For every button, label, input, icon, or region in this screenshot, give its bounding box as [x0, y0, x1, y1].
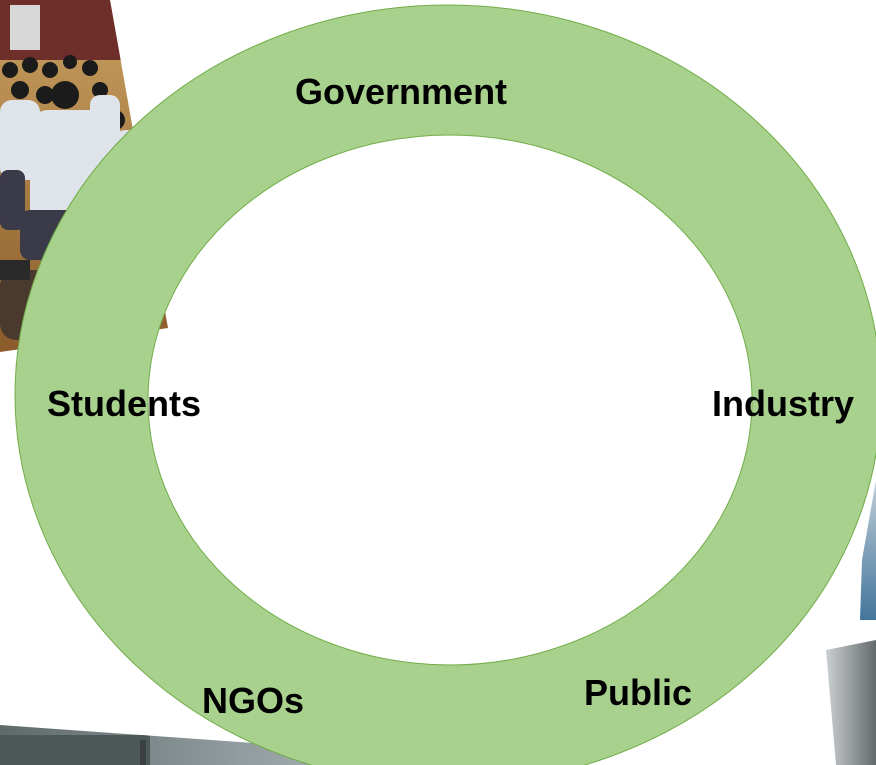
ngos-label: NGOs: [202, 680, 305, 721]
ring-shape: [14, 4, 876, 765]
students-label: Students: [47, 383, 202, 424]
public-label: Public: [584, 672, 693, 713]
industry-label: Industry: [712, 383, 855, 424]
government-label: Government: [295, 71, 508, 112]
